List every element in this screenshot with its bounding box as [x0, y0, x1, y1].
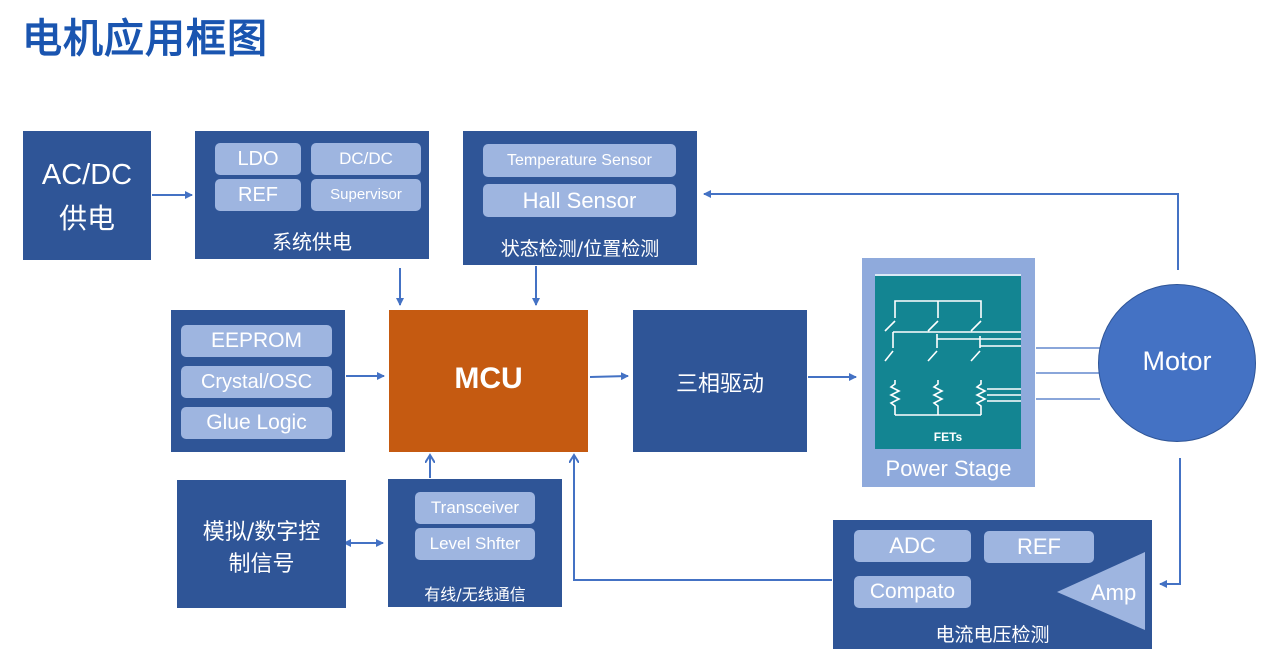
chip-crystal-osc: Crystal/OSC: [181, 366, 332, 398]
acdc-supply-block: AC/DC 供电: [23, 131, 151, 260]
fet-schematic-icon: [884, 300, 1021, 416]
page-title: 电机应用框图: [22, 16, 268, 62]
chip-dcdc: DC/DC: [311, 143, 421, 175]
system-power-caption: 系统供电: [272, 230, 352, 254]
chip-ldo: LDO: [215, 143, 301, 175]
current-voltage-sense-block: ADC REF Compato Amp 电流电压检测: [833, 520, 1152, 649]
sensing-caption: 状态检测/位置检测: [500, 238, 660, 260]
three-phase-driver-block: 三相驱动: [633, 310, 807, 452]
amplifier-icon: [1057, 552, 1145, 630]
peripheral-block: EEPROM Crystal/OSC Glue Logic: [171, 310, 345, 452]
chip-glue-logic: Glue Logic: [181, 407, 332, 439]
chip-supervisor: Supervisor: [311, 179, 421, 211]
driver-label: 三相驱动: [675, 372, 764, 397]
chip-ref: REF: [215, 179, 301, 211]
fet-panel: FETs: [875, 274, 1021, 449]
motor-label: Motor: [1142, 346, 1212, 376]
sensing-block: Temperature Sensor Hall Sensor 状态检测/位置检测: [463, 131, 697, 265]
arrow-motor-to-sensing: [703, 190, 1179, 270]
system-power-block: LDO DC/DC REF Supervisor 系统供电: [195, 131, 429, 259]
chip-adc: ADC: [854, 530, 971, 562]
mcu-label: MCU: [454, 362, 523, 395]
acdc-label: AC/DC: [41, 159, 133, 191]
arrow-current-sense-to-mcu: [574, 455, 832, 581]
arrow-mcu-to-driver: [589, 372, 629, 381]
communication-block: Transceiver Level Shfter 有线/无线通信: [388, 479, 562, 607]
current-voltage-sense-caption: 电流电压检测: [935, 624, 1050, 646]
arrow-motor-to-current-sense: [1159, 458, 1181, 588]
power-stage-block: FETs Power Stage: [862, 258, 1035, 487]
chip-level-shifter: Level Shfter: [415, 528, 535, 560]
chip-temperature-sensor: Temperature Sensor: [483, 144, 676, 177]
mcu-block: MCU: [389, 310, 588, 452]
control-signal-label-line2: 制信号: [228, 552, 295, 577]
control-signal-label-line1: 模拟/数字控: [202, 520, 321, 545]
chip-comparator: Compato: [854, 576, 971, 608]
chip-ref: REF: [984, 531, 1094, 563]
control-signal-block: 模拟/数字控 制信号: [177, 480, 346, 608]
power-stage-caption: Power Stage: [885, 456, 1012, 481]
amp-label: Amp: [1091, 580, 1137, 605]
chip-hall-sensor: Hall Sensor: [483, 184, 676, 217]
chip-eeprom: EEPROM: [181, 325, 332, 357]
communication-caption: 有线/无线通信: [424, 585, 526, 604]
chip-transceiver: Transceiver: [415, 492, 535, 524]
fets-label: FETs: [933, 430, 963, 444]
acdc-sublabel: 供电: [58, 202, 115, 235]
motor-circle: Motor: [1098, 284, 1256, 442]
